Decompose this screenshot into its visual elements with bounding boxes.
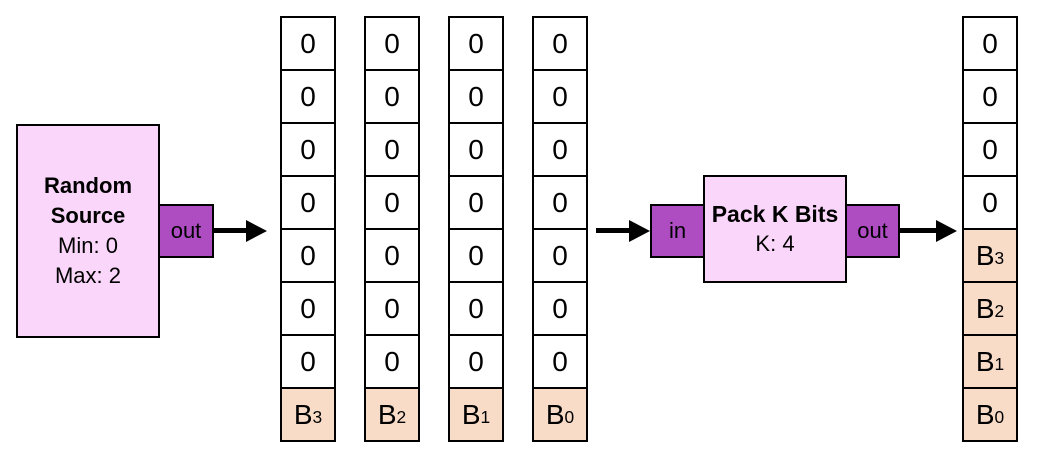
bit-cell-zero: 0 [280,69,336,124]
bit-cell-zero: 0 [532,228,588,283]
bit-cell-zero: 0 [448,122,504,177]
bit-cell-zero: 0 [280,175,336,230]
bit-cell-zero: 0 [364,228,420,283]
bit-cell-zero: 0 [532,122,588,177]
bit-cell-zero: 0 [962,175,1018,230]
bit-cell-zero: 0 [532,334,588,389]
bit-cell-zero: 0 [280,281,336,336]
random-source-title: Random Source [44,171,132,231]
random-source-title-line1: Random [44,173,132,198]
pack-in-port[interactable]: in [650,204,705,258]
bit-cell-zero: 0 [280,122,336,177]
bit-cell-zero: 0 [962,16,1018,71]
random-source-title-line2: Source [50,203,126,228]
pack-block-title: Pack K Bits [711,201,839,227]
bit-cell-zero: 0 [364,69,420,124]
bit-cell-zero: 0 [448,69,504,124]
random-source-param-min: Min: 0 [58,233,118,258]
random-source-param-max: Max: 2 [54,263,122,288]
arrow-bits-to-pack-head [629,220,650,242]
arrow-pack-to-output-head [936,220,957,242]
bit-cell-zero: 0 [364,175,420,230]
pack-k-bits-block[interactable]: Pack K Bits K: 4 [703,175,847,283]
bit-cell-zero: 0 [532,281,588,336]
bit-cell-zero: 0 [448,228,504,283]
bit-cell-zero: 0 [364,16,420,71]
pack-block-param-k: K: 4 [755,231,795,256]
bit-cell-zero: 0 [448,175,504,230]
arrow-pack-to-output-line [899,228,939,233]
bit-cell-zero: 0 [532,175,588,230]
bit-cell-zero: 0 [448,281,504,336]
bit-cell-zero: 0 [532,16,588,71]
bit-cell-zero: 0 [532,69,588,124]
bit-cell-zero: 0 [962,122,1018,177]
bit-cell-zero: 0 [364,334,420,389]
random-source-block[interactable]: Random Source Min: 0 Max: 2 [16,124,160,338]
bit-cell-zero: 0 [448,16,504,71]
random-source-out-port[interactable]: out [158,204,214,258]
bit-cell-zero: 0 [448,334,504,389]
bit-cell-zero: 0 [364,122,420,177]
bit-cell-zero: 0 [280,334,336,389]
arrow-source-to-bits-head [246,220,267,242]
bit-cell-zero: 0 [280,16,336,71]
bit-cell-zero: 0 [962,69,1018,124]
pack-out-port[interactable]: out [845,204,900,258]
arrow-source-to-bits-line [213,228,249,233]
bit-cell-zero: 0 [364,281,420,336]
bit-cell-zero: 0 [280,228,336,283]
arrow-bits-to-pack-line [596,228,631,233]
